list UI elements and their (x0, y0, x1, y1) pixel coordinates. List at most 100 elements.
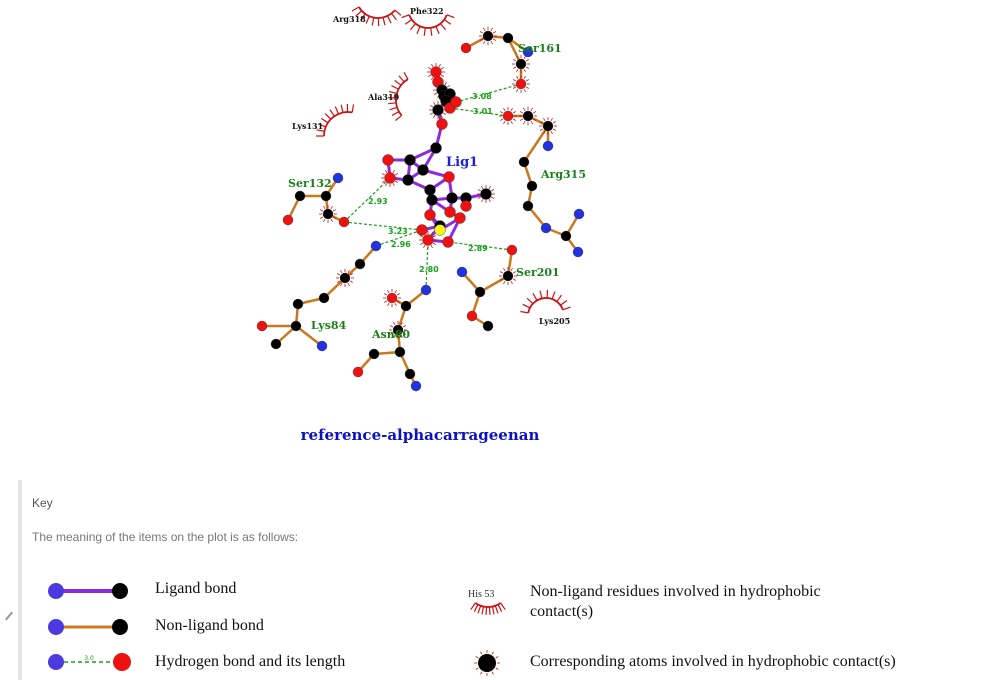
oxygen-atom (444, 206, 456, 218)
contact-spike (430, 112, 434, 115)
carbon-atom (404, 368, 416, 380)
arc-lash (334, 106, 340, 115)
hydrophobic-atom-sample (474, 650, 500, 676)
arc-lash (394, 79, 402, 86)
carbon-atom (402, 174, 414, 186)
contact-spike (385, 182, 388, 186)
hydrogen-bond-7 (447, 241, 513, 251)
carbon-atom (480, 188, 492, 200)
residue-label-ser161: Ser161 (518, 42, 562, 55)
contact-spike (530, 108, 533, 112)
contact-spike (523, 108, 526, 112)
contact-spike (423, 244, 426, 248)
contact-spike (532, 118, 536, 121)
contact-spike (513, 79, 517, 82)
contact-spike (513, 86, 517, 89)
arc-lash (389, 106, 398, 111)
key-legend-graphics: 3.0 His 53 (48, 583, 506, 676)
contact-spike (492, 38, 496, 41)
oxygen-atom (430, 66, 442, 78)
contact-spike (483, 40, 486, 44)
arc-lash (355, 10, 363, 17)
contact-spike (543, 130, 546, 134)
arc-lash (562, 306, 571, 311)
contact-spike (396, 293, 400, 296)
ligplot-diagram: Lig1 Ser161 Arg315 Ser132 Ser201 Lys84 A… (256, 6, 586, 392)
oxygen-atom (450, 96, 462, 108)
contact-spike (394, 173, 398, 176)
contact-spike (392, 170, 395, 174)
contact-spike (433, 102, 436, 106)
oxygen-atom (422, 234, 434, 246)
contact-spike (382, 180, 386, 183)
oxygen-atom (416, 224, 428, 236)
nitrogen-atom-sample (48, 654, 64, 670)
contact-spike (503, 268, 506, 272)
residue-label-ser132: Ser132 (288, 177, 332, 190)
contact-spike (500, 111, 504, 114)
contact-spike (330, 206, 333, 210)
arc-lash (395, 114, 403, 122)
hydrophobic-residue-sample: His 53 (468, 589, 506, 615)
arc-lash (522, 303, 531, 309)
nitrogen-atom (332, 172, 344, 184)
oxygen-atom (382, 154, 394, 166)
contact-spike (512, 111, 516, 114)
arc-lash (488, 606, 491, 615)
hydrophobic-contact-arcs (316, 6, 571, 314)
arc-lash (365, 15, 370, 24)
contact-spike (442, 105, 446, 108)
contact-spike (510, 280, 513, 284)
contact-spike (491, 651, 494, 655)
hydrophobic-arc-lys131 (316, 103, 355, 137)
arc-lash (446, 14, 455, 19)
arc-stroke (408, 14, 448, 29)
contact-spike (523, 68, 526, 72)
contact-spike (503, 280, 506, 284)
contact-spike (510, 108, 513, 112)
contact-spike (488, 186, 491, 190)
contact-spike (337, 273, 341, 276)
contact-spike (434, 85, 438, 88)
oxygen-atom (442, 236, 454, 248)
non-ligand-bond (295, 325, 323, 347)
arc-lash (470, 602, 476, 610)
contact-spike (432, 242, 436, 245)
contact-spike (475, 667, 479, 670)
contact-spike (394, 302, 397, 306)
contact-spike (430, 105, 434, 108)
contact-spike (438, 64, 441, 68)
arc-lash (389, 90, 398, 95)
contact-spike (480, 31, 484, 34)
contact-spike (490, 189, 494, 192)
contact-spike (337, 280, 341, 283)
arc-lash (532, 293, 538, 301)
hydrophobic-arc-arg318 (351, 6, 402, 27)
contact-spike (523, 88, 526, 92)
arc-lash (401, 14, 410, 19)
arc-lash (423, 27, 426, 36)
oxygen-atom (338, 216, 350, 228)
contact-spike (434, 92, 438, 95)
contact-spike (510, 120, 513, 124)
contact-spike (478, 189, 482, 192)
residue-label-lys84: Lys84 (311, 319, 347, 332)
hydrogen-bond-4 (343, 221, 423, 231)
contact-spike (385, 170, 388, 174)
carbon-atom (290, 320, 302, 332)
key-label-hydrophobic-residues: Non-ligand residues involved in hydropho… (530, 583, 821, 600)
contact-spike (516, 88, 519, 92)
arc-lash (481, 606, 485, 615)
contact-spike (523, 76, 526, 80)
hbond-length-2: 3.01 (473, 107, 493, 116)
carbon-atom (294, 190, 306, 202)
oxygen-atom (454, 212, 466, 224)
contact-spike (340, 270, 343, 274)
key-arc-shape (470, 602, 506, 615)
hydrophobic-arc-phe322 (401, 14, 455, 36)
arc-lash (398, 75, 405, 83)
contact-spike (392, 182, 395, 186)
hydrophobic-arc-ala319 (388, 71, 409, 122)
contact-spike (387, 290, 390, 294)
contact-spike (525, 66, 529, 69)
